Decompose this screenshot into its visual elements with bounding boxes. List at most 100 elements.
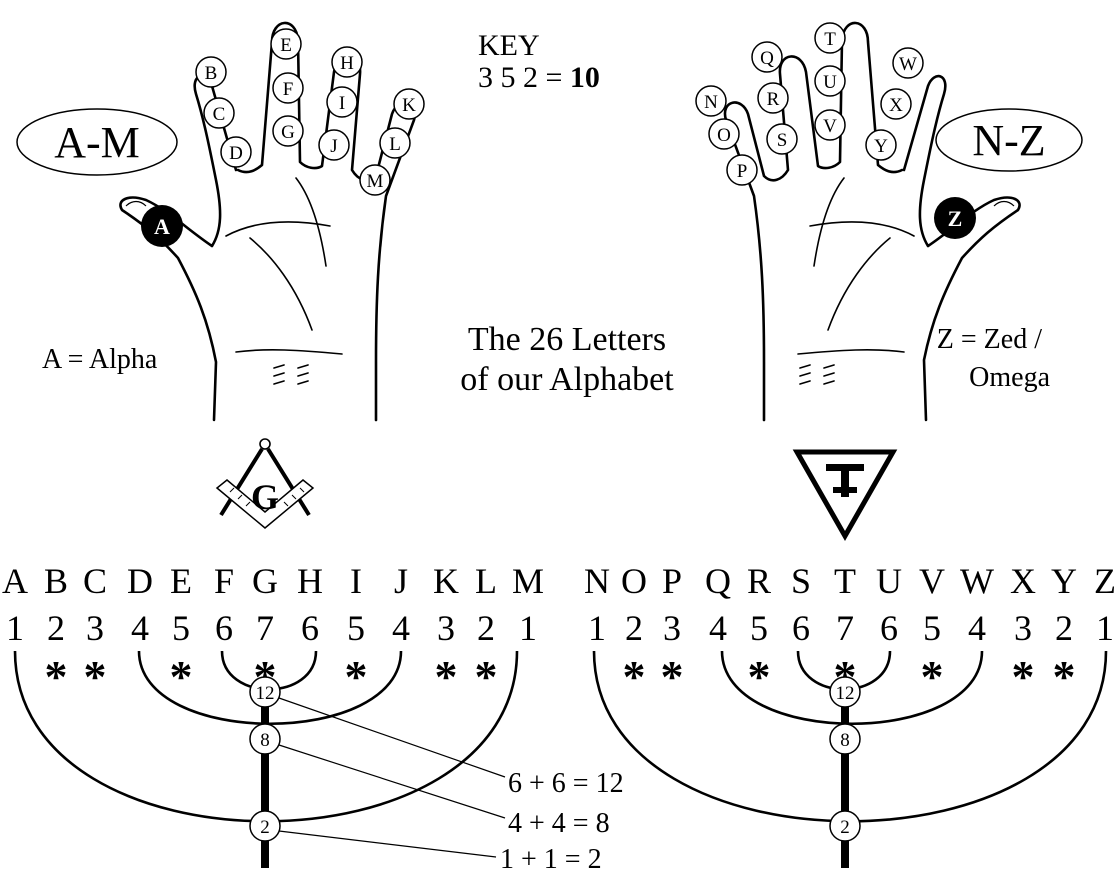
svg-text:D: D: [229, 143, 243, 164]
left-number-4: 4: [131, 608, 149, 648]
letter-b-circle: B: [196, 57, 226, 87]
letter-y-circle: Y: [866, 130, 896, 160]
right-letter-3: P: [662, 561, 682, 601]
right-hand-group: N O P Q R S T U V W X Y Z N-Z Z = Zed / …: [696, 23, 1082, 420]
left-letter-6: F: [214, 561, 234, 601]
svg-text:J: J: [330, 136, 337, 157]
zed-caption-line-1: Z = Zed /: [937, 324, 1042, 355]
group-label-a-m: A-M: [17, 109, 177, 175]
left-number-7: 7: [256, 608, 274, 648]
svg-text:2: 2: [840, 817, 850, 838]
right-number-13: 1: [1096, 608, 1114, 648]
center-title: The 26 Letters of our Alphabet: [460, 321, 674, 398]
left-number-5: 5: [172, 608, 190, 648]
equations: 6 + 6 = 12 4 + 4 = 8 1 + 1 = 2: [500, 768, 624, 870]
right-number-10: 4: [968, 608, 986, 648]
right-star-3: *: [661, 651, 684, 702]
right-letter-5: R: [747, 561, 771, 601]
letter-x-circle: X: [881, 89, 911, 119]
svg-text:P: P: [737, 161, 748, 182]
left-letter-8: H: [297, 561, 323, 601]
left-star-11: *: [435, 651, 458, 702]
svg-text:A: A: [154, 214, 170, 239]
left-letter-11: K: [433, 561, 459, 601]
connector-12: [279, 698, 505, 777]
right-number-4: 4: [709, 608, 727, 648]
emblem-g-letter: G: [251, 477, 279, 517]
right-number-5: 5: [750, 608, 768, 648]
svg-text:F: F: [283, 79, 294, 100]
thumb-letter-z: Z: [934, 197, 976, 239]
svg-text:Y: Y: [874, 136, 888, 157]
triple-tau-triangle-icon: T: [797, 452, 893, 536]
letter-k-circle: K: [394, 89, 424, 119]
right-letter-12: Y: [1051, 561, 1077, 601]
letter-e-circle: E: [271, 29, 301, 59]
svg-text:X: X: [889, 95, 903, 116]
left-number-8: 6: [301, 608, 319, 648]
svg-text:E: E: [280, 35, 292, 56]
letter-v-circle: V: [815, 110, 845, 140]
right-number-8: 6: [880, 608, 898, 648]
left-node-12: 12: [250, 677, 280, 707]
letter-r-circle: R: [758, 83, 788, 113]
right-number-1: 1: [588, 608, 606, 648]
left-letter-13: M: [512, 561, 544, 601]
left-star-2: *: [45, 651, 68, 702]
svg-text:B: B: [205, 63, 218, 84]
right-letter-6: S: [791, 561, 811, 601]
letter-m-circle: M: [360, 165, 390, 195]
letter-s-circle: S: [767, 124, 797, 154]
right-star-12: *: [1053, 651, 1076, 702]
letter-n-circle: N: [696, 86, 726, 116]
right-node-2: 2: [830, 811, 860, 841]
letter-t-circle: T: [815, 23, 845, 53]
left-number-6: 6: [215, 608, 233, 648]
equation-1-1: 1 + 1 = 2: [500, 844, 602, 870]
left-letter-1: A: [2, 561, 28, 601]
right-star-2: *: [623, 651, 646, 702]
svg-text:T: T: [824, 29, 836, 50]
svg-text:G: G: [281, 122, 295, 143]
letter-l-circle: L: [380, 128, 410, 158]
right-letter-9: V: [919, 561, 945, 601]
svg-text:8: 8: [840, 730, 850, 751]
left-number-9: 5: [347, 608, 365, 648]
letter-d-circle: D: [221, 137, 251, 167]
svg-text:C: C: [213, 104, 226, 125]
left-letter-2: B: [44, 561, 68, 601]
letter-f-circle: F: [273, 73, 303, 103]
left-letter-3: C: [83, 561, 107, 601]
right-number-6: 6: [792, 608, 810, 648]
svg-text:S: S: [777, 130, 788, 151]
right-letter-2: O: [621, 561, 647, 601]
left-star-3: *: [84, 651, 107, 702]
left-node-8: 8: [250, 724, 280, 754]
svg-text:12: 12: [836, 683, 855, 704]
zed-caption-line-2: Omega: [969, 362, 1050, 393]
group-label-n-z: N-Z: [936, 109, 1082, 171]
title-line-1: The 26 Letters: [468, 321, 666, 358]
right-number-9: 5: [923, 608, 941, 648]
svg-text:K: K: [402, 95, 416, 116]
right-star-9: *: [921, 651, 944, 702]
thumb-letter-a: A: [141, 205, 183, 247]
right-letter-7: T: [834, 561, 856, 601]
left-star-9: *: [345, 651, 368, 702]
svg-text:U: U: [823, 72, 837, 93]
right-node-8: 8: [830, 724, 860, 754]
letter-h-circle: H: [332, 47, 362, 77]
right-number-12: 2: [1055, 608, 1073, 648]
key-equation: 3 5 2 = 10: [478, 61, 600, 94]
left-letter-4: D: [127, 561, 153, 601]
right-number-3: 3: [663, 608, 681, 648]
left-letter-7: G: [252, 561, 278, 601]
left-number-3: 3: [86, 608, 104, 648]
right-number-7: 7: [836, 608, 854, 648]
letter-c-circle: C: [204, 98, 234, 128]
right-letter-13: Z: [1094, 561, 1116, 601]
equation-4-4: 4 + 4 = 8: [508, 808, 610, 839]
left-number-13: 1: [519, 608, 537, 648]
